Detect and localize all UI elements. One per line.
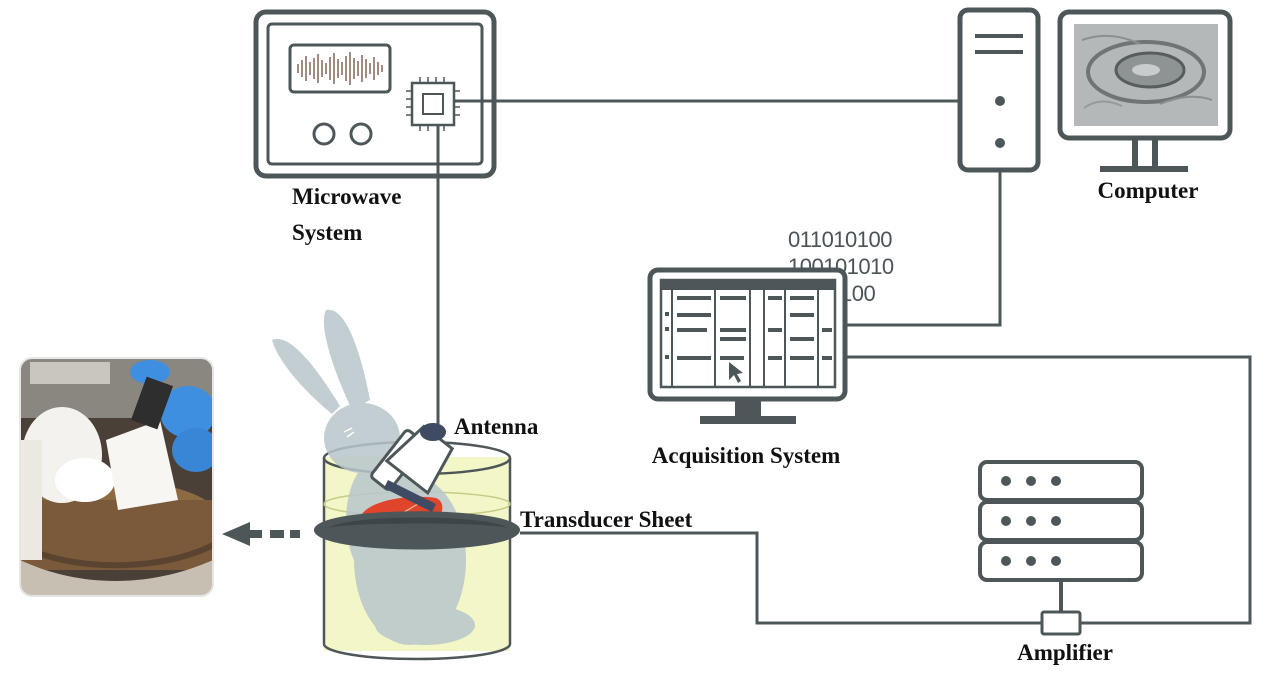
amplifier-label: Amplifier [1017,640,1113,665]
knob-left [312,122,336,146]
dashed-arrow-icon [222,522,300,546]
microwave-device-icon [253,9,497,179]
antenna-label: Antenna [454,414,539,439]
microwave-label-line1: Microwave [292,184,401,209]
waveform-icon [297,52,383,85]
acquisition-monitor-icon [647,267,848,424]
microwave-label-line2: System [292,220,362,245]
line-transducer-to-amplifier [520,531,1042,625]
acquisition-label: Acquisition System [652,443,841,468]
acquisition-data-rows [665,296,832,360]
transducer-belt [314,511,520,550]
computer-tower-icon [957,7,1041,173]
line-acquisition-to-amplifier [845,355,1252,625]
computer-label: Computer [1098,178,1199,203]
transducer-label: Transducer Sheet [520,507,693,532]
server-rack-icon [978,460,1144,636]
knob-right [349,122,373,146]
experiment-photo [19,357,214,597]
binary-line-1: 011010100 [788,227,892,252]
chip-icon [406,77,460,131]
line-tower-to-acquisition [845,143,1002,327]
cursor-icon [729,362,743,383]
rabbit-eye [343,427,355,438]
ultrasound-image [1074,24,1218,126]
antenna-icon [370,423,455,512]
monitor-icon [1057,9,1233,172]
